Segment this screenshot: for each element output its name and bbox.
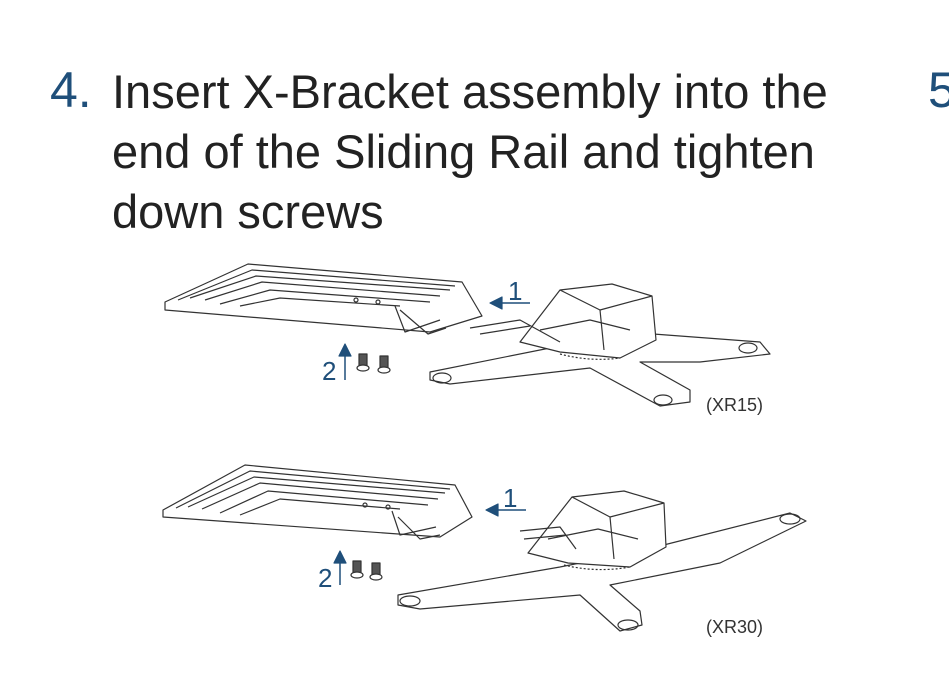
assembly-illustration-xr30 — [162, 464, 807, 632]
callout-insert-step: 1 — [508, 276, 523, 306]
sliding-rail — [162, 464, 473, 540]
next-step-number: 5 — [928, 62, 949, 118]
screws-arrow — [338, 343, 352, 380]
x-bracket — [397, 490, 807, 632]
callout-insert-step: 1 — [503, 483, 518, 513]
assembly-figure-xr30: 1 2 (XR30) — [0, 455, 949, 655]
assembly-figure-xr15: 1 2 (XR15) — [0, 250, 949, 440]
callout-screws-step: 2 — [318, 563, 333, 593]
screws — [356, 353, 391, 374]
screws-arrow — [333, 550, 347, 585]
assembly-illustration-xr15 — [164, 263, 771, 407]
model-label-xr15: (XR15) — [706, 395, 764, 415]
screws — [350, 560, 383, 581]
step-number: 4. — [50, 62, 92, 118]
x-bracket — [429, 283, 771, 407]
insert-arrow — [489, 296, 530, 310]
sliding-rail — [164, 263, 483, 335]
model-label-xr30: (XR30) — [706, 617, 764, 637]
step-instruction: Insert X-Bracket assembly into the end o… — [112, 65, 828, 238]
insert-arrow — [485, 503, 526, 517]
callout-screws-step: 2 — [322, 356, 337, 386]
